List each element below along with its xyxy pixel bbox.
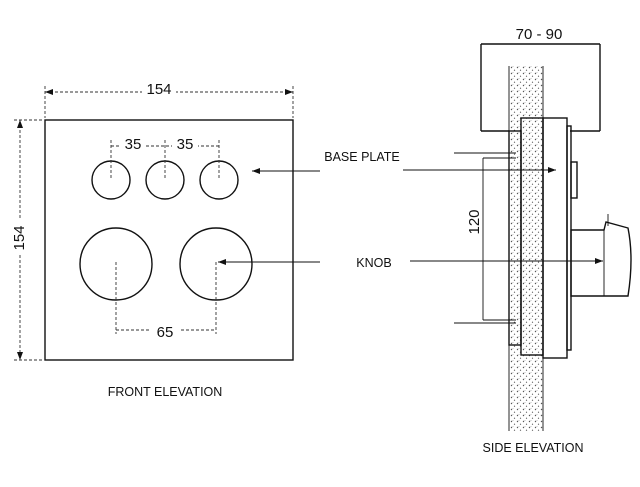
side-elevation-title: SIDE ELEVATION <box>483 441 584 455</box>
depth-label: 70 - 90 <box>516 26 563 43</box>
spacing-label-b: 35 <box>177 136 194 153</box>
knob-spacing-label: 65 <box>157 324 174 341</box>
side-depth-dimension: 70 - 90 <box>480 26 601 132</box>
side-small-knob <box>570 161 578 199</box>
base-plate-callout: BASE PLATE <box>324 150 400 164</box>
front-width-dimension: 154 <box>44 80 294 118</box>
side-elevation: 70 - 90 120 SIDE ELEVATION <box>403 26 632 455</box>
front-elevation-title: FRONT ELEVATION <box>108 385 223 399</box>
front-height-label: 154 <box>11 225 28 250</box>
side-base-plate <box>542 117 568 359</box>
front-elevation: 154 154 35 35 <box>10 80 320 399</box>
spacing-label-a: 35 <box>125 136 142 153</box>
side-large-knob <box>570 221 632 297</box>
front-width-label: 154 <box>146 81 171 98</box>
large-knob-spacing-dimension: 65 <box>115 262 217 341</box>
front-base-plate <box>44 119 294 361</box>
wall-section <box>509 66 543 431</box>
side-height-label: 120 <box>466 209 483 234</box>
front-height-dimension: 154 <box>10 119 43 361</box>
small-knob-spacing-dimension: 35 35 <box>110 135 220 178</box>
knob-callout: KNOB <box>356 256 391 270</box>
